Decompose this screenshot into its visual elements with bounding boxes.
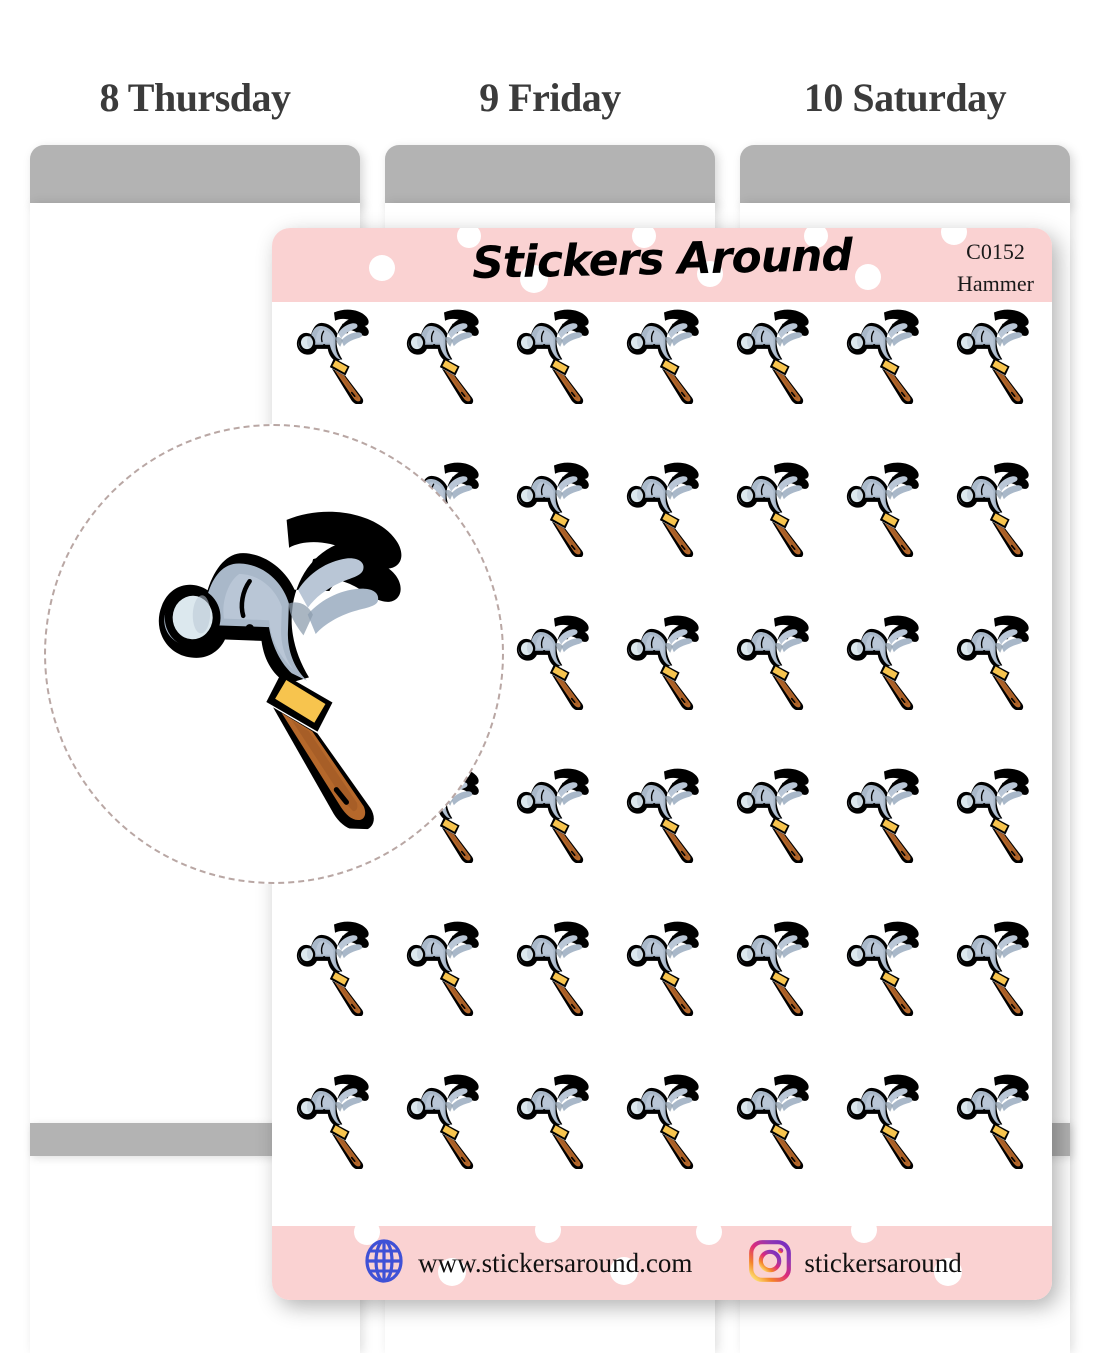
- polka-dot: [851, 1226, 877, 1243]
- instagram-item[interactable]: stickersaround: [748, 1239, 962, 1288]
- polka-dot: [855, 264, 881, 290]
- hammer-sticker[interactable]: [722, 1065, 826, 1169]
- instagram-icon: [748, 1239, 792, 1288]
- hammer-sticker[interactable]: [722, 912, 826, 1016]
- day-label-saturday: 10 Saturday: [803, 75, 1007, 120]
- polka-dot: [934, 1258, 962, 1286]
- polka-dot: [610, 1257, 638, 1285]
- polka-dot: [535, 1226, 561, 1243]
- magnifier-circle: [44, 424, 504, 884]
- day-label-thursday: 8 Thursday: [99, 75, 291, 120]
- hammer-sticker[interactable]: [502, 300, 606, 404]
- hammer-sticker[interactable]: [942, 300, 1046, 404]
- sheet-header-band: Stickers Around C0152 Hammer: [272, 228, 1052, 302]
- hammer-sticker[interactable]: [282, 1065, 386, 1169]
- hammer-sticker[interactable]: [722, 453, 826, 557]
- hammer-sticker[interactable]: [722, 759, 826, 863]
- polka-dot: [438, 1258, 466, 1286]
- hammer-sticker[interactable]: [942, 759, 1046, 863]
- hammer-zoom-detail: [102, 472, 462, 832]
- hammer-sticker[interactable]: [942, 606, 1046, 710]
- hammer-sticker[interactable]: [392, 1065, 496, 1169]
- hammer-sticker[interactable]: [612, 759, 716, 863]
- hammer-sticker[interactable]: [392, 912, 496, 1016]
- day-label-friday: 9 Friday: [479, 75, 621, 120]
- hammer-sticker[interactable]: [832, 1065, 936, 1169]
- polka-dot: [697, 261, 723, 287]
- product-code-block: C0152 Hammer: [957, 236, 1034, 300]
- hammer-sticker[interactable]: [612, 606, 716, 710]
- hammer-sticker[interactable]: [942, 1065, 1046, 1169]
- hammer-sticker[interactable]: [832, 453, 936, 557]
- hammer-sticker[interactable]: [282, 912, 386, 1016]
- planner-column-header: [30, 145, 360, 205]
- hammer-sticker[interactable]: [612, 453, 716, 557]
- hammer-sticker[interactable]: [502, 453, 606, 557]
- sheet-footer-band: www.stickersaround.com: [272, 1226, 1052, 1300]
- polka-dot: [354, 1226, 380, 1245]
- globe-icon: [362, 1238, 406, 1288]
- polka-dot: [696, 1226, 722, 1245]
- hammer-sticker[interactable]: [502, 1065, 606, 1169]
- hammer-sticker[interactable]: [722, 300, 826, 404]
- hammer-sticker[interactable]: [612, 1065, 716, 1169]
- website-item[interactable]: www.stickersaround.com: [362, 1238, 693, 1288]
- hammer-sticker[interactable]: [832, 606, 936, 710]
- polka-dot: [520, 265, 548, 293]
- hammer-sticker[interactable]: [502, 759, 606, 863]
- hammer-sticker[interactable]: [612, 300, 716, 404]
- product-name: Hammer: [957, 270, 1034, 296]
- hammer-sticker[interactable]: [392, 300, 496, 404]
- website-label: www.stickersaround.com: [418, 1247, 693, 1278]
- polka-dot: [632, 228, 656, 248]
- hammer-sticker[interactable]: [722, 606, 826, 710]
- footer-row: www.stickersaround.com: [272, 1226, 1052, 1300]
- hammer-sticker[interactable]: [832, 759, 936, 863]
- hammer-sticker[interactable]: [832, 912, 936, 1016]
- polka-dot: [804, 228, 828, 248]
- planner-column-header: [385, 145, 715, 205]
- hammer-sticker[interactable]: [502, 912, 606, 1016]
- polka-dot: [457, 228, 481, 248]
- hammer-sticker[interactable]: [502, 606, 606, 710]
- brand-title: Stickers Around: [471, 230, 853, 289]
- instagram-label: stickersaround: [804, 1247, 962, 1278]
- polka-dot: [941, 228, 967, 245]
- hammer-sticker[interactable]: [942, 912, 1046, 1016]
- hammer-sticker[interactable]: [832, 300, 936, 404]
- hammer-sticker[interactable]: [612, 912, 716, 1016]
- hammer-sticker[interactable]: [942, 453, 1046, 557]
- planner-column-header: [740, 145, 1070, 205]
- hammer-sticker[interactable]: [282, 300, 386, 404]
- polka-dot: [369, 255, 395, 281]
- product-code: C0152: [966, 239, 1025, 264]
